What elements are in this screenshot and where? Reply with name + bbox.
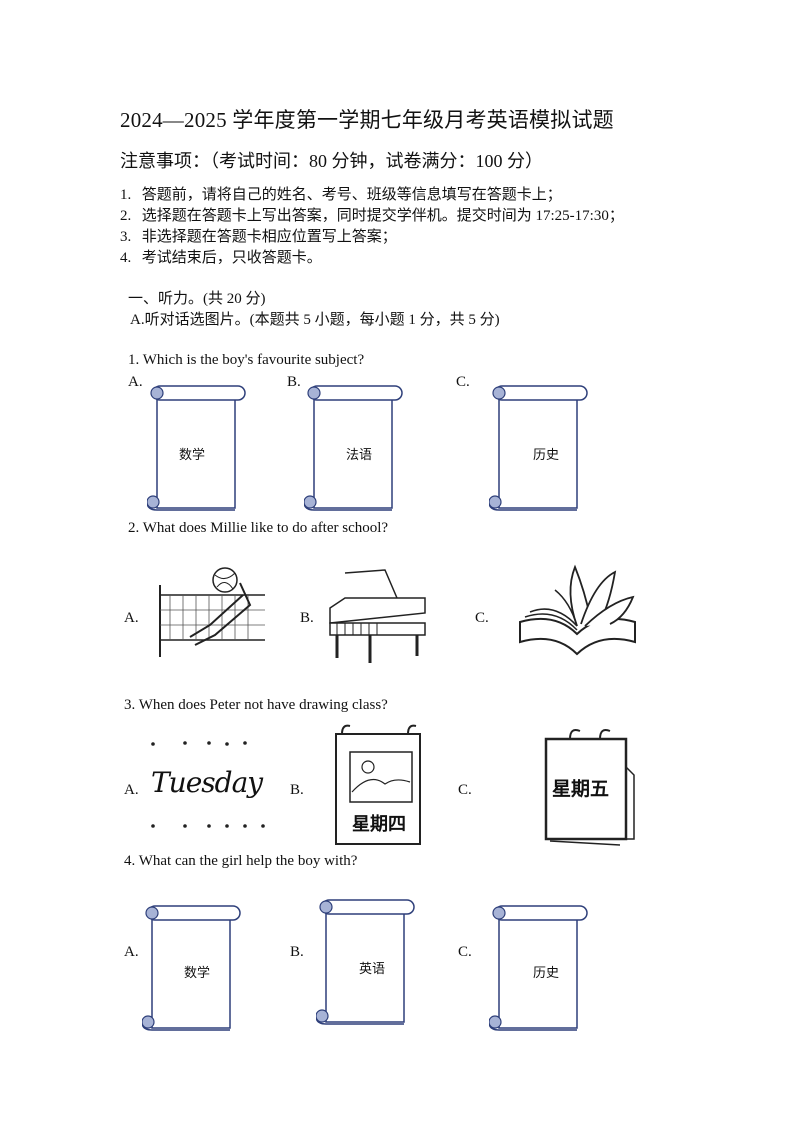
option-label: C.	[475, 610, 489, 626]
notice-item: 2. 选择题在答题卡上写出答案，同时提交学伴机。提交时间为 17:25-17:3…	[120, 208, 624, 224]
scroll-text: 数学	[179, 448, 206, 463]
question-1: 1. Which is the boy's favourite subject?	[128, 352, 365, 368]
calendar-icon	[335, 724, 421, 845]
notice-item: 4. 考试结束后，只收答题卡。	[120, 250, 322, 266]
calendar-thursday: 星期四	[330, 722, 428, 847]
tuesday-card: Tuesday	[145, 740, 273, 830]
scroll-image: 数学	[146, 384, 257, 514]
scroll-image: 历史	[488, 384, 604, 514]
scroll-text: 法语	[346, 448, 373, 463]
option-label: C.	[456, 374, 470, 390]
option-label: B.	[290, 944, 304, 960]
option-label: C.	[458, 944, 472, 960]
calendar-icon	[544, 729, 635, 846]
section-title: 一、听力。(共 20 分)	[128, 291, 266, 307]
scroll-image: 法语	[303, 384, 414, 514]
option-label: C.	[458, 782, 472, 798]
volleyball-icon	[159, 567, 265, 657]
part-a-title: A.听对话选图片。(本题共 5 小题，每小题 1 分，共 5 分)	[130, 312, 500, 328]
option-label: B.	[287, 374, 301, 390]
piano-icon	[329, 569, 426, 663]
question-3: 3. When does Peter not have drawing clas…	[124, 697, 388, 713]
scroll-image: 数学	[141, 904, 252, 1034]
option-label: B.	[300, 610, 314, 626]
scroll-text: 英语	[359, 962, 386, 977]
question-2: 2. What does Millie like to do after sch…	[128, 520, 389, 536]
notice-item: 1. 答题前，请将自己的姓名、考号、班级等信息填写在答题卡上；	[120, 187, 562, 203]
option-label: A.	[124, 944, 139, 960]
option-label: A.	[124, 610, 139, 626]
dotted-border-icon	[151, 741, 265, 828]
option-label: A.	[128, 374, 143, 390]
notice-heading: 注意事项：（考试时间：80 分钟，试卷满分：100 分）	[120, 151, 543, 171]
book-icon	[519, 564, 636, 656]
calendar-friday: 星期五	[540, 727, 640, 847]
tuesday-script-text: Tuesday	[151, 766, 263, 799]
scroll-text: 历史	[533, 966, 560, 981]
scroll-image: 英语	[315, 898, 434, 1030]
scroll-image: 历史	[488, 904, 604, 1034]
calendar-text: 星期四	[352, 814, 406, 835]
page-title: 2024—2025 学年度第一学期七年级月考英语模拟试题	[120, 108, 614, 132]
notice-item: 3. 非选择题在答题卡相应位置写上答案；	[120, 229, 397, 245]
scroll-text: 历史	[533, 448, 560, 463]
calendar-text: 星期五	[552, 778, 610, 800]
option-label: B.	[290, 782, 304, 798]
option-label: A.	[124, 782, 139, 798]
scroll-text: 数学	[184, 966, 211, 981]
question-4: 4. What can the girl help the boy with?	[124, 853, 358, 869]
